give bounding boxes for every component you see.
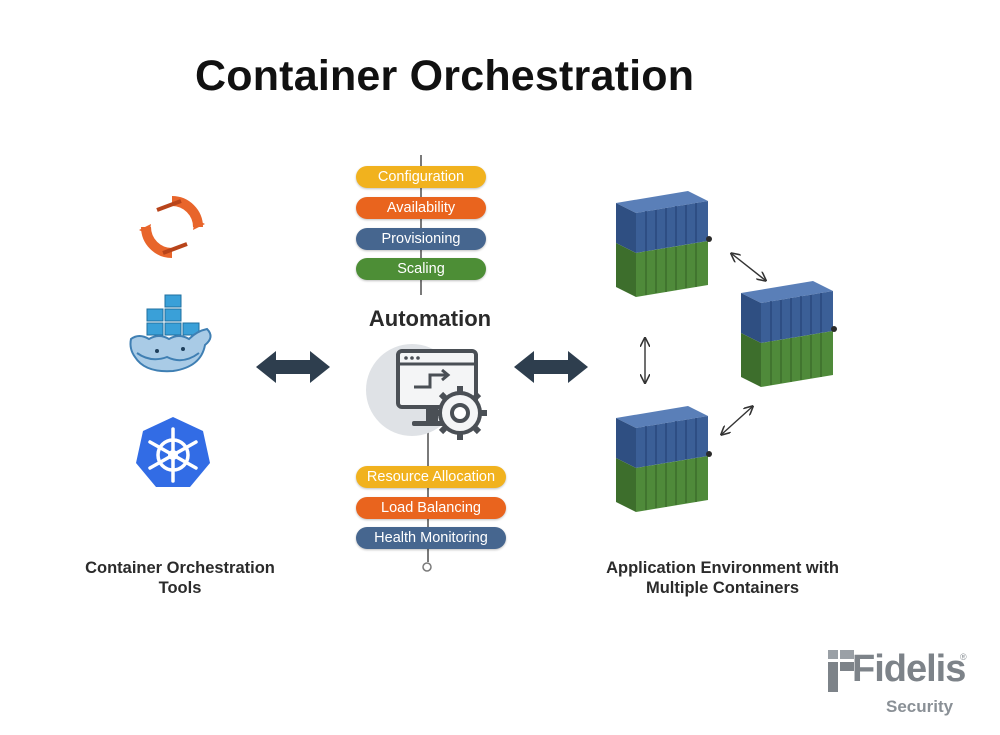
tag-provisioning: Provisioning bbox=[356, 228, 486, 250]
logo-subtitle: Security bbox=[886, 697, 954, 716]
right-caption-line2: Multiple Containers bbox=[645, 579, 800, 597]
tag-resource-allocation: Resource Allocation bbox=[356, 466, 506, 488]
openshift-icon bbox=[139, 196, 205, 258]
right-double-arrow bbox=[514, 351, 588, 383]
docker-icon bbox=[129, 294, 212, 373]
container-stack-icon bbox=[616, 406, 712, 512]
container-stack-icon bbox=[741, 281, 837, 387]
fidelis-logo-mark bbox=[828, 650, 854, 692]
automation-monitor-gear-icon bbox=[366, 344, 487, 440]
left-double-arrow bbox=[256, 351, 330, 383]
logo-name: Fidelis bbox=[852, 648, 966, 690]
tag-scaling: Scaling bbox=[356, 258, 486, 280]
tag-availability: Availability bbox=[356, 197, 486, 219]
bottom-connector-line bbox=[427, 430, 429, 562]
logo-registered: ® bbox=[960, 652, 967, 662]
line-end-dot bbox=[422, 562, 432, 572]
connector-arrow bbox=[732, 254, 765, 280]
tag-health-monitoring: Health Monitoring bbox=[356, 527, 506, 549]
left-caption: Container Orchestration Tools bbox=[60, 558, 300, 598]
automation-label: Automation bbox=[368, 306, 492, 331]
right-caption-line1: Application Environment with bbox=[606, 559, 839, 577]
top-connector-line bbox=[420, 155, 422, 295]
left-caption-line1: Container Orchestration bbox=[85, 559, 275, 577]
left-caption-line2: Tools bbox=[158, 579, 202, 597]
kubernetes-icon bbox=[136, 417, 210, 487]
right-caption: Application Environment with Multiple Co… bbox=[580, 558, 865, 598]
connector-arrow bbox=[722, 407, 752, 434]
tag-load-balancing: Load Balancing bbox=[356, 497, 506, 519]
tag-configuration: Configuration bbox=[356, 166, 486, 188]
page-title: Container Orchestration bbox=[195, 52, 695, 100]
container-stack-icon bbox=[616, 191, 712, 297]
